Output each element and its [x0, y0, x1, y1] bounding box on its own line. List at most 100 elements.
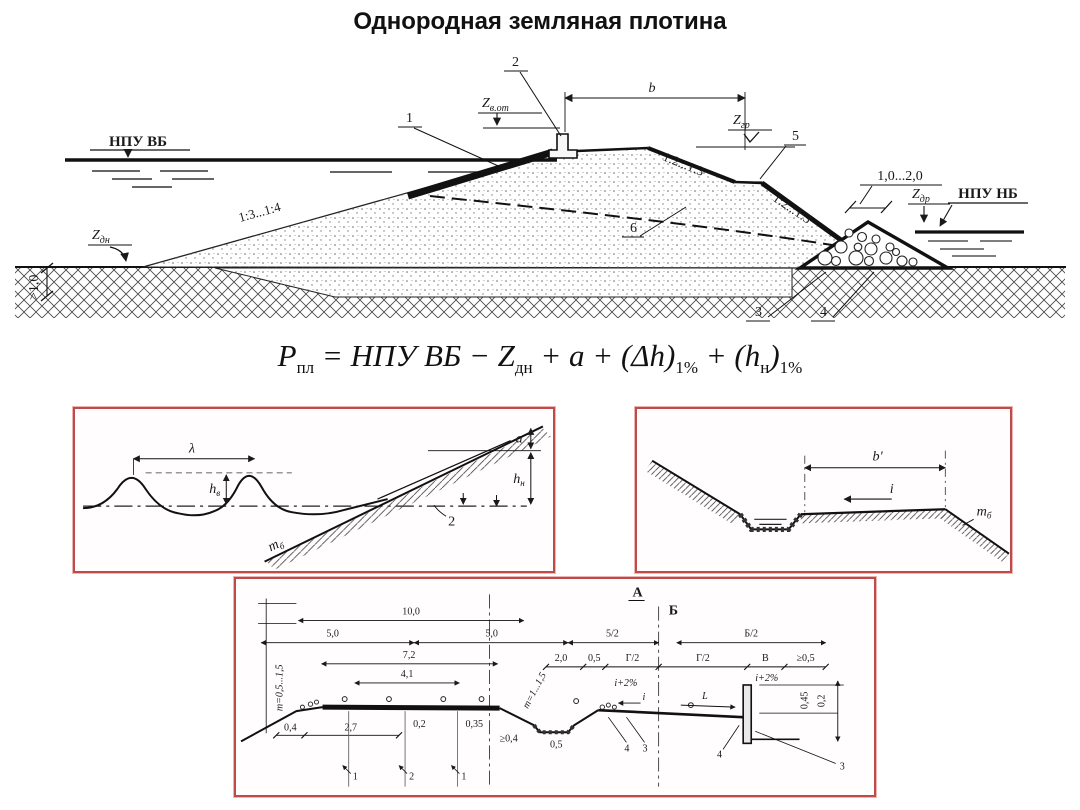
slope-hatch — [266, 428, 551, 570]
min-depth-tick1 — [40, 262, 54, 274]
wave-runup-box: λ hв a hн 2 mб — [73, 407, 555, 573]
prism-crest-tick1 — [844, 200, 857, 214]
dam-body-fill — [143, 148, 852, 268]
berm-surface — [800, 508, 946, 516]
dam-cross-section-diagram: НПУ ВБ >1,0 Zдн 1:3...1:4 1:2...1:3 1:2.… — [15, 55, 1066, 322]
dim-10-0: 10,0 — [402, 607, 420, 618]
road-callout-1b-leader — [451, 765, 460, 774]
formula-term-hn-sub: н — [760, 358, 770, 378]
callout-4: 4 — [820, 305, 827, 320]
slope-ditch-label: m=1...1,5 — [521, 671, 549, 711]
callout-1: 1 — [406, 111, 413, 126]
slope-lining — [406, 148, 555, 200]
callout-5-leader — [759, 145, 787, 180]
callout-5: 5 — [792, 129, 799, 144]
berm-slope-coeff-label: mб — [977, 503, 992, 520]
callout-2-leader — [519, 71, 562, 137]
upstream-level-label: НПУ ВБ — [109, 134, 167, 150]
downstream-slope-lower — [760, 180, 854, 251]
wave-callout-2-leader — [433, 504, 447, 517]
callout-6: 6 — [630, 221, 637, 236]
formula-term-a: a — [569, 338, 585, 373]
z-bottom-label: Zдн — [92, 228, 110, 246]
left-slope-face — [651, 459, 741, 516]
formula-plus2: + — [592, 338, 614, 373]
gradient-label: i — [890, 481, 894, 497]
runup-label: hн — [513, 471, 525, 488]
downstream-slope-upper — [647, 146, 736, 184]
prism-crest-tick2 — [880, 200, 893, 214]
formula-term-hn-close: ) — [769, 338, 780, 373]
formula-term-dh-sub: 1% — [675, 358, 698, 378]
dim-5-0-right: 5,0 — [485, 629, 498, 640]
ditch-lining — [738, 512, 803, 532]
crest-road-diagram: А Б 10,0 5,0 5,0 5/2 Б/2 7,2 4,1 2,0 0,5… — [240, 584, 845, 787]
wave-wall — [548, 133, 578, 159]
dim-ge-0-4: ≥0,4 — [500, 733, 518, 744]
left-embankment — [240, 706, 323, 743]
wave-height-label: hв — [209, 481, 220, 498]
formula-equals: = — [321, 338, 343, 373]
formula-term-hn-open: ( — [734, 338, 745, 373]
slope-left-label: m=0,5...1,5 — [274, 664, 285, 711]
road-callout-4a: 4 — [624, 743, 629, 754]
dim-5-2: 5/2 — [606, 629, 619, 640]
road-marker-a: А — [632, 584, 643, 600]
grade-right: i+2% — [755, 673, 778, 684]
formula-lhs-sub: пл — [296, 358, 315, 378]
page-title: Однородная земляная плотина — [353, 8, 727, 35]
road-callout-3b: 3 — [840, 762, 845, 773]
min-depth-label: >1,0 — [27, 275, 42, 300]
dim-b-2: Б/2 — [744, 629, 758, 640]
formula-term-hn-outer-sub: 1% — [779, 358, 803, 378]
drain-prism-stones — [817, 228, 918, 267]
right-berm-surface — [598, 708, 744, 719]
berm-box: b' i mб — [635, 407, 1012, 573]
wave-callout-2: 2 — [448, 513, 455, 529]
formula-plus3: + — [705, 338, 727, 373]
dim-ditch-0-5: 0,5 — [550, 739, 563, 750]
dim-7-2: 7,2 — [403, 650, 416, 661]
prism-width-leader — [859, 185, 873, 205]
callout-4-leader — [832, 271, 875, 318]
dim-ge-0-5: ≥0,5 — [797, 653, 815, 664]
callout-3: 3 — [755, 305, 762, 320]
dim-2-0: 2,0 — [555, 653, 568, 664]
ditch-profile-road — [499, 707, 599, 734]
berm-width-label: b' — [873, 449, 884, 465]
slope-face — [264, 425, 544, 563]
formula-minus: − — [468, 338, 490, 373]
berm-line — [734, 180, 763, 185]
downstream-level-label: НПУ НБ — [958, 186, 1018, 202]
upstream-slope-label: 1:3...1:4 — [237, 199, 283, 225]
crest-elevation-formula: Pпл = НПУ ВБ − Zдн + a + (Δh)1% + (hн)1% — [0, 338, 1080, 378]
freeboard-label: a — [516, 431, 523, 447]
z-wave-wall-label: Zв.от — [482, 96, 509, 114]
callout-3-leader — [767, 271, 827, 318]
runup-tongue — [377, 440, 511, 500]
road-callout-3b-leader — [755, 730, 836, 764]
grade-i: i — [643, 692, 646, 703]
dim-g-2-right: Г/2 — [696, 653, 710, 664]
dim-0-5: 0,5 — [588, 653, 601, 664]
z-bottom-arrow — [109, 246, 129, 262]
formula-plus1: + — [540, 338, 562, 373]
right-slope-face — [944, 508, 1010, 555]
curb-wall — [742, 684, 753, 745]
road-callout-1a-leader — [342, 765, 352, 774]
road-marker-b: Б — [669, 603, 678, 619]
upstream-water-dashes — [92, 170, 482, 188]
shoulder-stones — [299, 699, 617, 710]
wave-runup-diagram: λ hв a hн 2 mб — [83, 425, 551, 570]
z-drain-label: Zдр — [912, 187, 930, 205]
dim-0-2: 0,2 — [413, 719, 426, 730]
wavelength-label: λ — [188, 441, 195, 457]
downstream-level-arrow — [939, 204, 953, 227]
ditch-lining-road — [532, 723, 576, 735]
road-callout-4a-leader — [608, 716, 627, 743]
formula-term-z-base: Z — [497, 338, 515, 373]
z-berm-check-arrow — [743, 131, 760, 144]
left-slope-hatch — [645, 460, 741, 525]
callout-1-leader — [413, 127, 506, 170]
